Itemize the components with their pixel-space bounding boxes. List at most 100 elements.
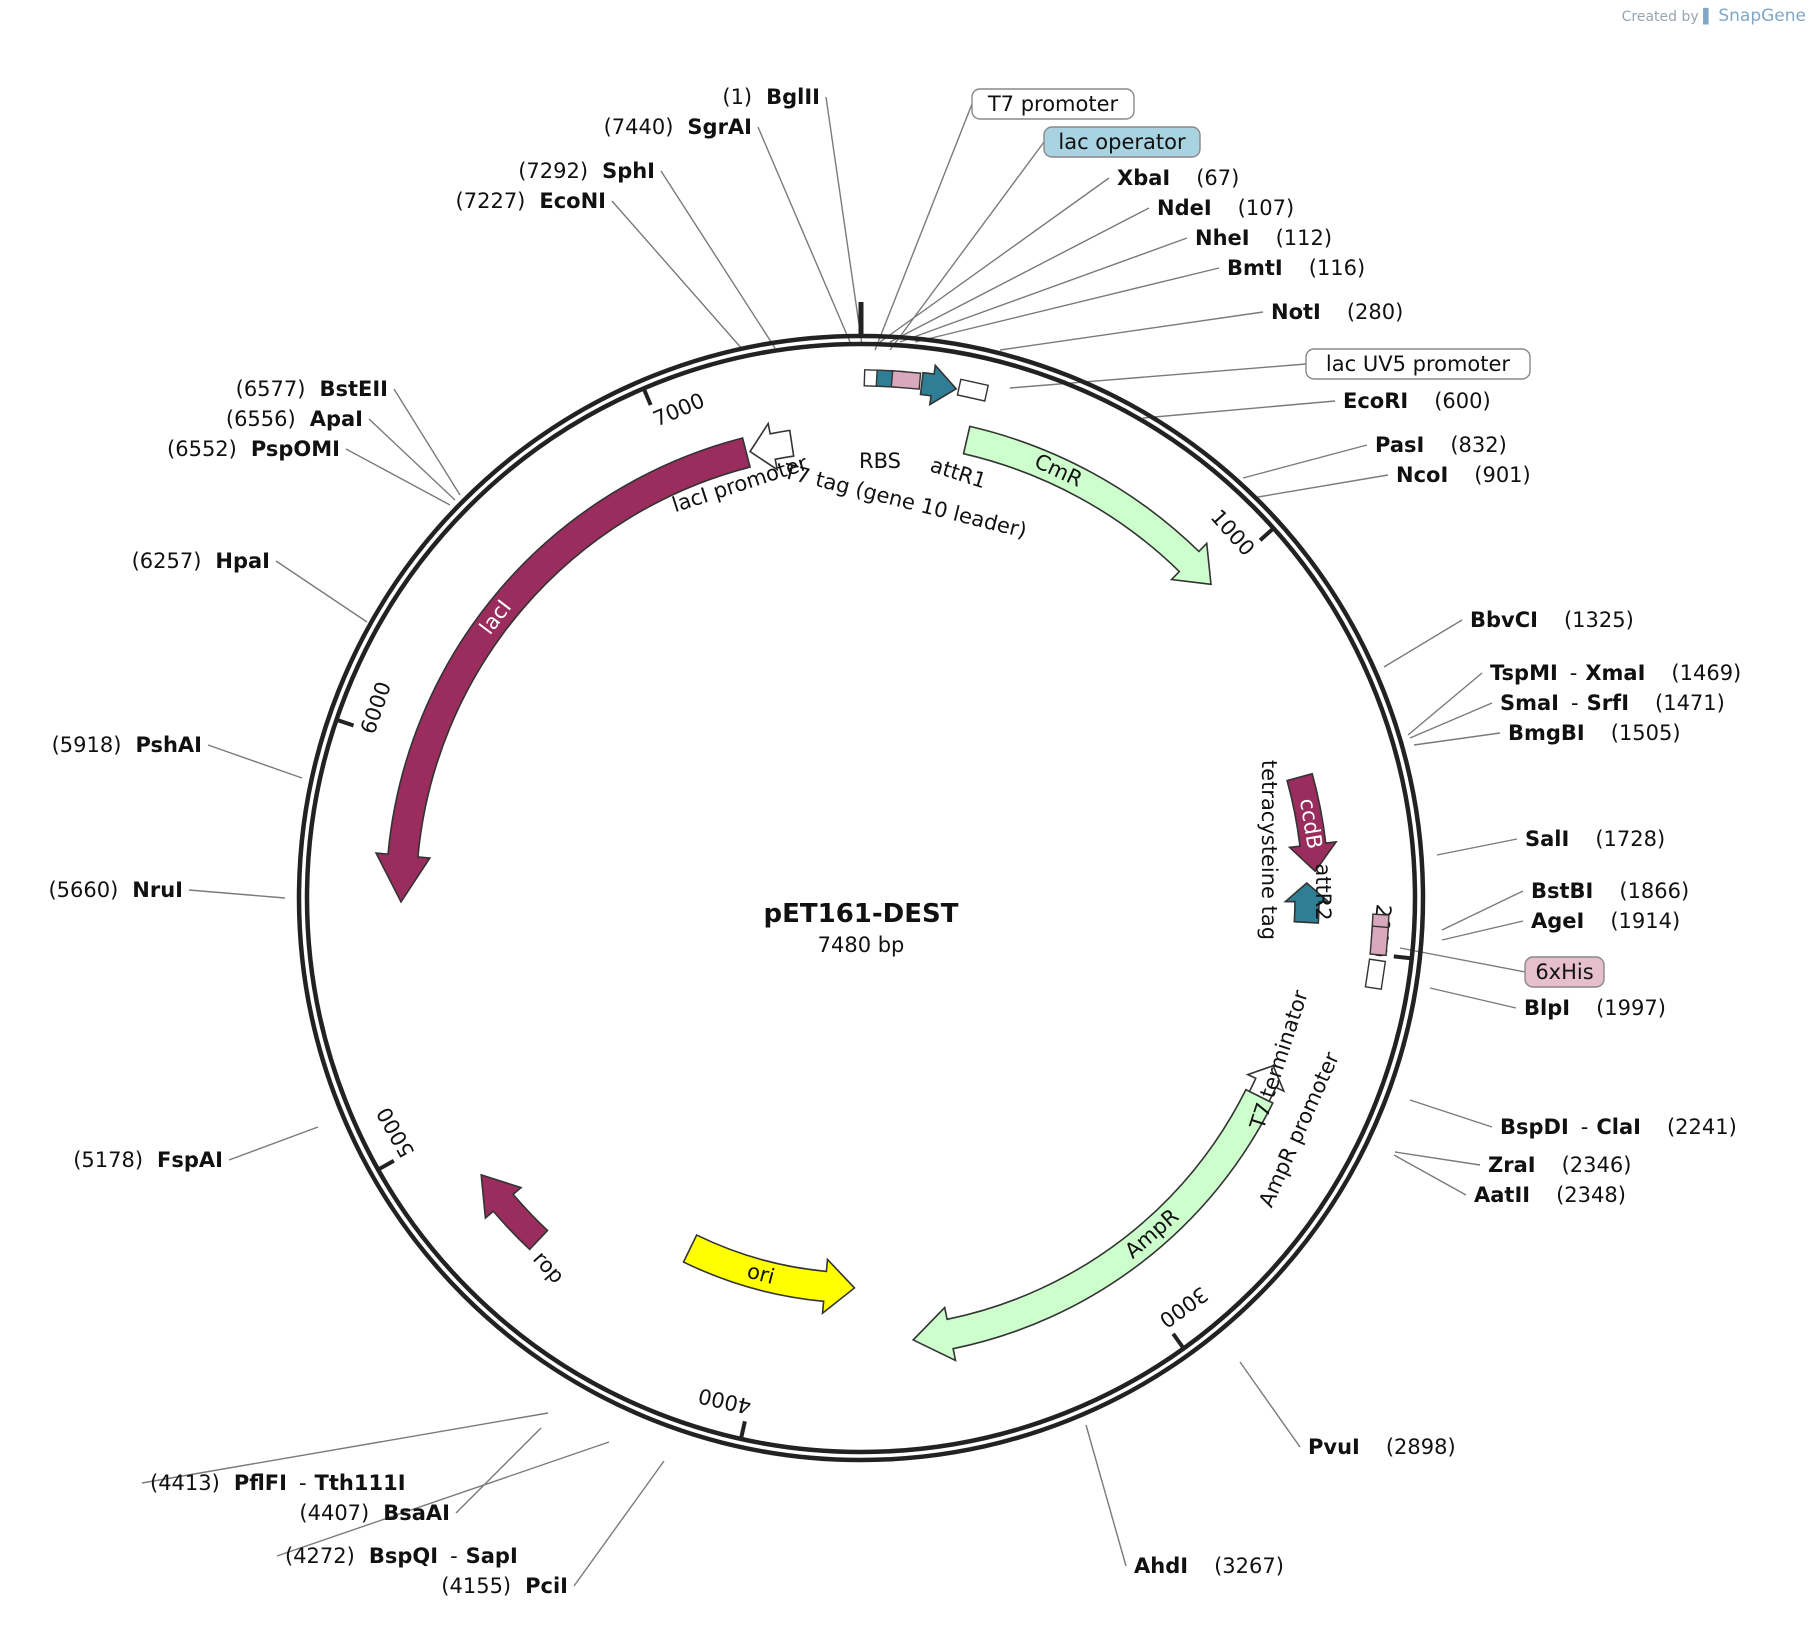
box-lac-operator-label: lac operator [1058, 130, 1186, 154]
site-noti: NotI(280) [1271, 300, 1403, 324]
leader-line [757, 126, 851, 343]
t7-tag-gene-10-leader-feature-label: T7 tag (gene 10 leader) [780, 459, 1029, 543]
box-t7-promoter-label: T7 promoter [987, 92, 1119, 116]
box-6xhis-label: 6xHis [1535, 960, 1593, 984]
backbone-outer-ring [296, 333, 1426, 1463]
site-blpi: BlpI(1997) [1524, 996, 1666, 1020]
site-sali: SalI(1728) [1525, 827, 1665, 851]
tick-mark [1258, 528, 1274, 542]
box-lac-uv5-promoter [1305, 348, 1531, 380]
t7-terminator-box [1364, 958, 1387, 990]
tick-label: 7000 [650, 388, 709, 431]
leader-line [207, 744, 303, 779]
tick-label: 4000 [696, 1383, 753, 1418]
laci-arrow [374, 437, 752, 904]
leader-line [874, 103, 973, 351]
site-fspai: (5178)FspAI [73, 1148, 223, 1172]
leader-line [1441, 890, 1524, 931]
leader-line [1383, 619, 1463, 668]
lac-uv5-box [956, 378, 990, 402]
leader-line [368, 418, 456, 501]
6xhis-box [1369, 925, 1390, 957]
leader-line [393, 388, 461, 496]
ccdb-arrow [1286, 772, 1338, 873]
site-pasi: PasI(832) [1375, 433, 1507, 457]
leader-line [1142, 400, 1336, 419]
site-apai: (6556)ApaI [226, 407, 363, 431]
site-bspdi: BspDI-ClaI(2241) [1500, 1115, 1737, 1139]
t7-tag-box [890, 370, 922, 390]
leader-line [1393, 1154, 1467, 1196]
leader-line [914, 267, 1220, 343]
leader-line [573, 1460, 665, 1587]
leader-line [1409, 702, 1493, 739]
plasmid-center-label: pET161-DEST 7480 bp [764, 899, 959, 957]
created-by-text: Created by [1621, 9, 1699, 25]
site-ncoi: NcoI(901) [1396, 463, 1531, 487]
rop-feature-label: rop [528, 1247, 569, 1289]
leader-line [1409, 1099, 1493, 1128]
tick-mark [378, 1159, 395, 1171]
box-lac-operator [1043, 126, 1201, 158]
site-bspqi: (4272)BspQI-SapI [285, 1544, 518, 1568]
site-pvui: PvuI(2898) [1308, 1435, 1456, 1459]
tick-label: 3000 [1155, 1282, 1212, 1333]
site-leader-lines [141, 96, 1526, 1587]
leader-line [1239, 1361, 1301, 1448]
leader-line [1394, 1151, 1481, 1166]
leader-line [1413, 732, 1501, 746]
site-tspmi: TspMI-XmaI(1469) [1490, 661, 1741, 685]
attr1-arrow [919, 363, 958, 407]
leader-line [660, 170, 776, 349]
laci-promoter-arrow [748, 421, 795, 472]
site-sphi: (7292)SphI [518, 159, 655, 183]
leader-line [1436, 838, 1518, 856]
leader-line [1009, 363, 1307, 389]
site-bstbi: BstBI(1866) [1531, 879, 1689, 903]
site-bsteii: (6577)BstEII [236, 377, 388, 401]
tick-mark [337, 718, 355, 728]
site-ecori: EcoRI(600) [1343, 389, 1491, 413]
leader-line [889, 141, 1045, 351]
leader-line [1429, 987, 1517, 1009]
tetracysteine-tag-feature-label: tetracysteine tag [1257, 760, 1281, 940]
tick-mark [739, 1420, 747, 1438]
created-by-snapgene: Created by ▌ SnapGene [1622, 6, 1806, 26]
site-sgrai: (7440)SgrAI [604, 115, 752, 139]
leader-line [1085, 1424, 1127, 1567]
site-bmgbi: BmgBI(1505) [1508, 721, 1681, 745]
leader-line [345, 448, 451, 506]
site-nrui: (5660)NruI [48, 878, 183, 902]
site-nhei: NheI(112) [1195, 226, 1332, 250]
site-agei: AgeI(1914) [1531, 909, 1680, 933]
leader-line [228, 1126, 319, 1161]
site-hpai: (6257)HpaI [132, 549, 270, 573]
rbs-feature-label: RBS [859, 449, 901, 473]
site-aatii: AatII(2348) [1474, 1183, 1626, 1207]
backbone-inner-ring [304, 341, 1418, 1455]
site-ahdi: AhdI(3267) [1134, 1554, 1284, 1578]
tick-mark [1393, 954, 1410, 961]
snapgene-brand: SnapGene [1718, 6, 1806, 26]
leader-line [1257, 474, 1389, 498]
site-bsaai: (4407)BsaAI [299, 1501, 450, 1525]
ampr-promoter-arrow [1245, 1064, 1286, 1103]
ori-arrow [682, 1234, 856, 1316]
tick-mark [1171, 1332, 1185, 1348]
ampr-arrow [911, 1088, 1274, 1362]
leader-line [141, 1412, 549, 1484]
leader-line [889, 207, 1150, 343]
box-lac-uv5-promoter-label: lac UV5 promoter [1326, 352, 1511, 376]
site-xbai: XbaI(67) [1117, 166, 1239, 190]
box-t7-promoter [971, 88, 1135, 120]
snapgene-logo-icon: ▌ [1703, 9, 1714, 25]
tick-mark [642, 389, 653, 406]
leader-line [1407, 672, 1483, 736]
tick-label: 6000 [356, 679, 396, 737]
site-ndei: NdeI(107) [1157, 196, 1294, 220]
leader-line [276, 1441, 610, 1557]
site-pflfi: (4413)PflFI-Tth111I [150, 1471, 406, 1495]
site-pshai: (5918)PshAI [52, 733, 202, 757]
